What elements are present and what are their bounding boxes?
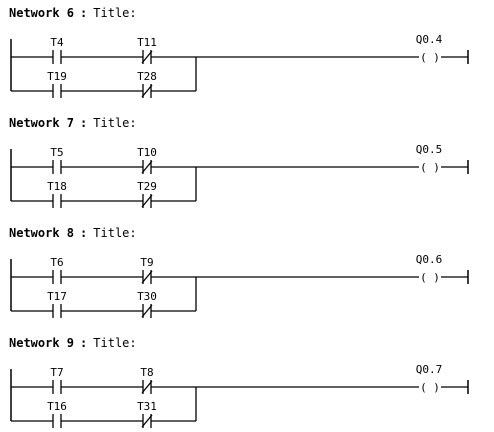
network-title: Title: — [93, 6, 136, 20]
network-title: Title: — [93, 116, 136, 130]
coil-label: Q0.6 — [416, 253, 443, 266]
nc-contact-label: T8 — [140, 366, 153, 379]
nc-contact-label: T28 — [137, 70, 157, 83]
branch-2: T17 T30 — [11, 290, 196, 318]
contact-slash — [141, 304, 153, 318]
network-separator: : — [80, 226, 87, 240]
network-header: Network 6: Title: — [9, 6, 137, 20]
branch-1: T4 T11 — [11, 36, 419, 64]
contact-slash — [141, 414, 153, 428]
branch-1: T7 T8 — [11, 366, 419, 394]
contact-label: T17 — [47, 290, 67, 303]
network-title: Title: — [93, 336, 136, 350]
contact-label: T4 — [50, 36, 64, 49]
coil-symbol: ( ) — [420, 271, 440, 284]
network-separator: : — [80, 116, 87, 130]
branch-2: T18 T29 — [11, 180, 196, 208]
network-separator: : — [80, 6, 87, 20]
coil-label: Q0.7 — [416, 363, 443, 376]
nc-contact-label: T11 — [137, 36, 157, 49]
branch-2: T19 T28 — [11, 70, 196, 98]
network-label: Network 9 — [9, 336, 74, 350]
contact-label: T18 — [47, 180, 67, 193]
contact-slash — [141, 380, 153, 394]
contact-label: T19 — [47, 70, 67, 83]
coil-symbol: ( ) — [420, 161, 440, 174]
branch-2: T16 T31 — [11, 400, 196, 428]
coil-symbol: ( ) — [420, 51, 440, 64]
output-coil: ( ) Q0.6 — [416, 253, 469, 284]
output-coil: ( ) Q0.5 — [416, 143, 469, 174]
nc-contact-label: T10 — [137, 146, 157, 159]
network-header: Network 7: Title: — [9, 116, 137, 130]
contact-slash — [141, 194, 153, 208]
network-label: Network 8 — [9, 226, 74, 240]
contact-label: T7 — [50, 366, 63, 379]
contact-slash — [141, 160, 153, 174]
contact-slash — [141, 270, 153, 284]
contact-label: T16 — [47, 400, 67, 413]
output-coil: ( ) Q0.4 — [416, 33, 469, 64]
network-label: Network 7 — [9, 116, 74, 130]
nc-contact-label: T30 — [137, 290, 157, 303]
coil-label: Q0.4 — [416, 33, 443, 46]
contact-label: T5 — [50, 146, 63, 159]
network-separator: : — [80, 336, 87, 350]
coil-label: Q0.5 — [416, 143, 443, 156]
branch-1: T6 T9 — [11, 256, 419, 284]
network-title: Title: — [93, 226, 136, 240]
coil-symbol: ( ) — [420, 381, 440, 394]
network-header: Network 9: Title: — [9, 336, 137, 350]
branch-1: T5 T10 — [11, 146, 419, 174]
nc-contact-label: T29 — [137, 180, 157, 193]
network-header: Network 8: Title: — [9, 226, 137, 240]
contact-slash — [141, 50, 153, 64]
contact-label: T6 — [50, 256, 63, 269]
contact-slash — [141, 84, 153, 98]
network-label: Network 6 — [9, 6, 74, 20]
output-coil: ( ) Q0.7 — [416, 363, 469, 394]
nc-contact-label: T9 — [140, 256, 153, 269]
nc-contact-label: T31 — [137, 400, 157, 413]
